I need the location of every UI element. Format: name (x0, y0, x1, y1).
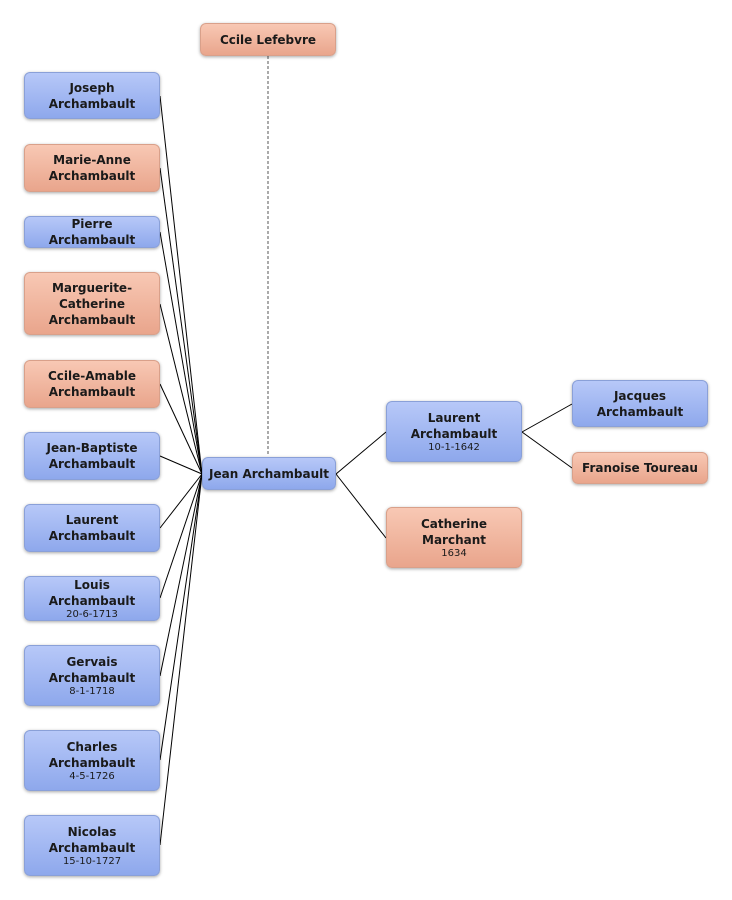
person-node-marie-anne-archambault[interactable]: Marie-Anne Archambault (24, 144, 160, 192)
child-link-joseph (159, 95, 203, 475)
child-link-charles (159, 473, 203, 761)
person-name: Ccile-Amable Archambault (48, 369, 136, 399)
person-name: Jean-Baptiste Archambault (46, 441, 138, 471)
child-link-jean-baptiste (159, 455, 203, 475)
person-node-jacques-archambault[interactable]: Jacques Archambault (572, 380, 708, 427)
grandparent-link-franoise (521, 431, 573, 469)
person-node-laurent-archambault-father[interactable]: Laurent Archambault 10-1-1642 (386, 401, 522, 462)
person-name: Charles Archambault (48, 739, 136, 770)
person-name: Laurent Archambault (48, 513, 136, 543)
person-name: Jean Archambault (209, 466, 329, 481)
person-date: 8-1-1718 (69, 685, 115, 697)
parent-link-father (335, 431, 387, 475)
child-link-laurent (159, 473, 203, 529)
child-link-marguerite-catherine (159, 303, 203, 475)
person-name: Marguerite-Catherine Archambault (48, 280, 136, 327)
person-node-catherine-marchant[interactable]: Catherine Marchant 1634 (386, 507, 522, 568)
child-link-ccile-amable (159, 383, 203, 475)
person-node-gervais-archambault[interactable]: Gervais Archambault 8-1-1718 (24, 645, 160, 706)
person-node-ccile-amable-archambault[interactable]: Ccile-Amable Archambault (24, 360, 160, 408)
person-node-ccile-lefebvre[interactable]: Ccile Lefebvre (200, 23, 336, 56)
child-link-gervais (159, 473, 203, 677)
child-link-pierre (159, 231, 203, 475)
child-link-louis (159, 473, 203, 599)
person-node-marguerite-catherine-archambault[interactable]: Marguerite-Catherine Archambault (24, 272, 160, 335)
person-node-joseph-archambault[interactable]: Joseph Archambault (24, 72, 160, 119)
person-name: Nicolas Archambault (48, 824, 136, 855)
person-name: Louis Archambault (48, 577, 136, 608)
person-name: Jacques Archambault (596, 388, 684, 419)
person-node-louis-archambault[interactable]: Louis Archambault 20-6-1713 (24, 576, 160, 621)
person-node-jean-baptiste-archambault[interactable]: Jean-Baptiste Archambault (24, 432, 160, 480)
parent-link-mother (335, 473, 387, 539)
person-name: Pierre Archambault (48, 217, 136, 247)
person-node-laurent-archambault-child[interactable]: Laurent Archambault (24, 504, 160, 552)
person-node-franoise-toureau[interactable]: Franoise Toureau (572, 452, 708, 484)
person-node-charles-archambault[interactable]: Charles Archambault 4-5-1726 (24, 730, 160, 791)
person-date: 10-1-1642 (428, 441, 480, 453)
person-name: Franoise Toureau (582, 461, 698, 475)
person-name: Gervais Archambault (48, 654, 136, 685)
person-node-nicolas-archambault[interactable]: Nicolas Archambault 15-10-1727 (24, 815, 160, 876)
person-name: Laurent Archambault (410, 410, 498, 441)
person-date: 4-5-1726 (69, 770, 115, 782)
grandparent-link-jacques (521, 403, 573, 433)
person-name: Joseph Archambault (48, 80, 136, 111)
person-node-jean-archambault[interactable]: Jean Archambault (202, 457, 336, 490)
child-link-marie-anne (159, 167, 203, 475)
child-link-nicolas (159, 473, 203, 846)
person-date: 1634 (441, 547, 467, 559)
person-node-pierre-archambault[interactable]: Pierre Archambault (24, 216, 160, 248)
person-date: 20-6-1713 (66, 608, 118, 620)
person-name: Marie-Anne Archambault (48, 153, 136, 183)
person-name: Ccile Lefebvre (219, 32, 317, 47)
person-date: 15-10-1727 (62, 855, 122, 867)
person-name: Catherine Marchant (420, 516, 488, 547)
